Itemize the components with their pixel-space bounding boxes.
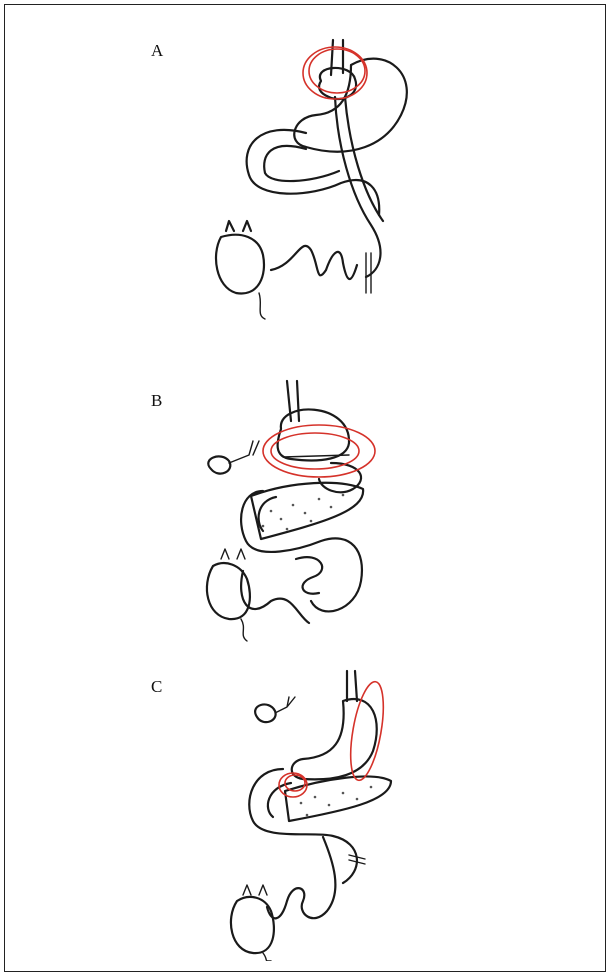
roux-limb-a-2 — [345, 97, 383, 221]
esophagus-c — [347, 671, 357, 701]
esophagus-a — [331, 40, 343, 75]
bile-duct-c — [275, 697, 295, 713]
appendix-b — [221, 549, 245, 559]
appendix-a — [226, 221, 251, 231]
appendix-tail-c — [263, 953, 271, 961]
panel-a-illustration — [201, 25, 491, 325]
panel-a-svg — [201, 25, 491, 325]
figure-frame: A B — [4, 4, 606, 972]
appendix-tail-b — [241, 619, 247, 641]
appendix-c — [243, 885, 267, 895]
cecum-c — [231, 897, 274, 953]
panel-label-b: B — [151, 391, 162, 411]
panel-c-illustration — [223, 661, 413, 961]
gallbladder-c — [255, 704, 275, 722]
highlight-ellipse-c-stomach — [345, 679, 390, 782]
sleeve-stomach-c — [292, 699, 377, 779]
highlight-circle-a-1 — [303, 47, 367, 99]
bile-duct-b — [229, 441, 259, 463]
cecum-a — [216, 235, 264, 294]
ileum-b — [241, 571, 309, 623]
highlight-circle-a-2 — [309, 49, 365, 93]
panel-c-svg — [223, 661, 413, 961]
panel-label-a: A — [151, 41, 163, 61]
panel-label-c: C — [151, 677, 162, 697]
bowel-coils-a — [271, 246, 357, 279]
anastomosis-mark-a — [366, 253, 371, 293]
bowel-coils-b — [296, 557, 322, 594]
pancreas-c — [285, 776, 391, 821]
appendix-tail-a — [259, 293, 265, 319]
panel-b-svg — [201, 371, 421, 646]
panel-b-illustration — [201, 371, 421, 646]
gallbladder-b — [208, 456, 230, 473]
cecum-b — [207, 563, 250, 619]
duodenal-loop-b-inner — [259, 497, 276, 531]
bowel-coils-c — [267, 837, 335, 918]
